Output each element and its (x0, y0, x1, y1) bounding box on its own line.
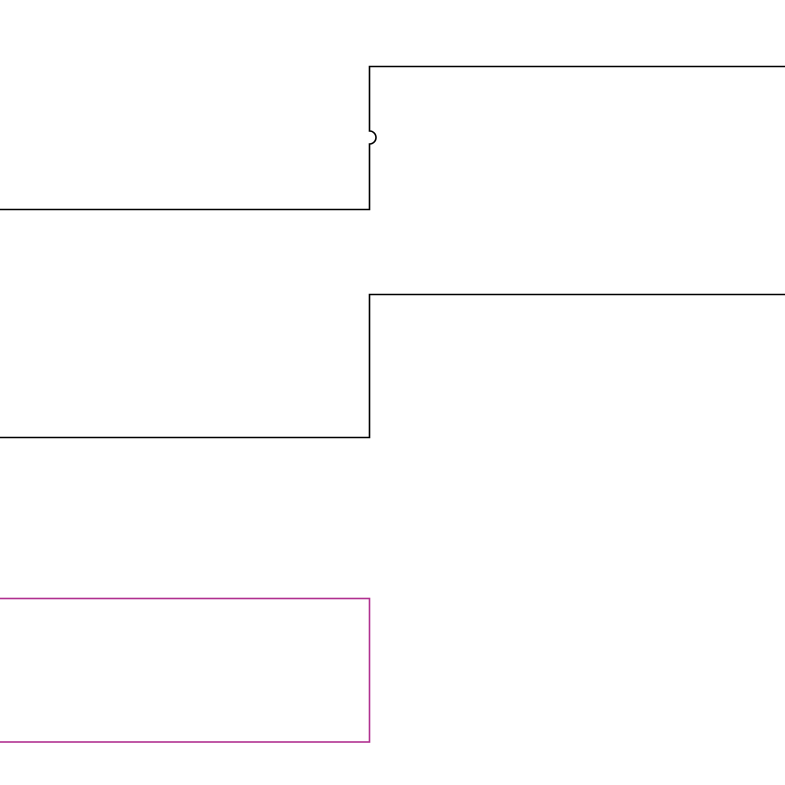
wire-step-with-crossover (0, 65, 785, 211)
wire-step (0, 293, 785, 439)
highlight-box (0, 597, 371, 743)
